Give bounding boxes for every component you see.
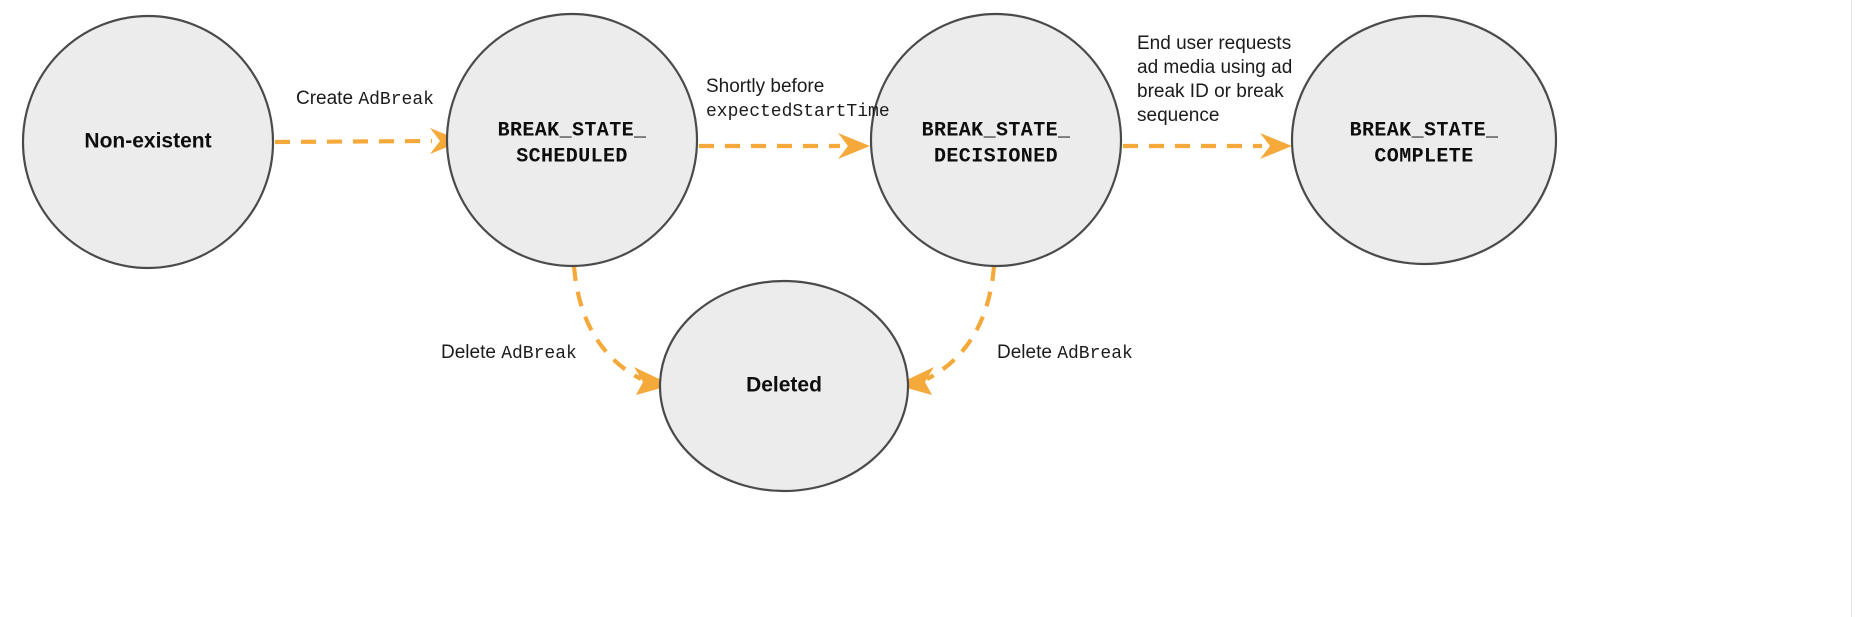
edge-end-user-requests <box>1123 133 1292 159</box>
edge-label-shortly-before-line1: Shortly before <box>706 76 825 97</box>
node-break-state-decisioned-label-line2: DECISIONED <box>934 145 1058 168</box>
edge-label-delete-from-scheduled-text: Delete <box>441 342 502 363</box>
node-break-state-scheduled-label-line1: BREAK_STATE_ <box>498 119 647 142</box>
edge-shortly-before <box>699 133 870 159</box>
node-break-state-scheduled-label-line2: SCHEDULED <box>516 145 628 168</box>
node-break-state-scheduled-shape[interactable] <box>445 12 699 268</box>
edge-delete-from-decisioned-arrowhead <box>896 367 934 395</box>
edge-label-end-user-requests-line2: ad media using ad <box>1137 57 1293 78</box>
edge-delete-from-decisioned <box>896 265 997 395</box>
edge-delete-from-scheduled-line <box>571 265 642 381</box>
edge-label-delete-from-decisioned-text: Delete <box>997 342 1058 363</box>
node-break-state-decisioned[interactable]: BREAK_STATE_ DECISIONED <box>869 12 1123 268</box>
edge-label-create-adbreak-text: Create <box>296 88 359 109</box>
node-break-state-scheduled[interactable]: BREAK_STATE_ SCHEDULED <box>445 12 699 268</box>
node-deleted-shape[interactable] <box>658 279 910 493</box>
edge-label-delete-from-scheduled-mono: AdBreak <box>501 344 577 364</box>
page-right-edge <box>1851 0 1858 617</box>
node-non-existent-label: Non-existent <box>84 130 211 153</box>
edge-label-delete-from-decisioned: Delete AdBreak <box>997 341 1133 366</box>
edge-label-end-user-requests: End user requests ad media using ad break … <box>1137 32 1292 128</box>
node-non-existent[interactable]: Non-existent <box>21 14 275 270</box>
node-break-state-complete-label-line1: BREAK_STATE_ <box>1350 119 1499 142</box>
edge-delete-from-scheduled <box>571 265 672 395</box>
edge-label-end-user-requests-line4: sequence <box>1137 105 1220 126</box>
edge-label-delete-from-decisioned-mono: AdBreak <box>1057 344 1133 364</box>
node-break-state-complete-label-line2: COMPLETE <box>1374 145 1473 168</box>
edge-label-create-adbreak: Create AdBreak <box>296 87 434 112</box>
node-deleted-label: Deleted <box>746 374 822 397</box>
node-break-state-complete[interactable]: BREAK_STATE_ COMPLETE <box>1290 14 1558 266</box>
edge-label-shortly-before: Shortly before expectedStartTime <box>706 75 890 124</box>
node-non-existent-shape[interactable] <box>21 14 275 270</box>
edge-end-user-requests-arrowhead <box>1260 133 1292 159</box>
edge-label-shortly-before-line2: expectedStartTime <box>706 102 890 122</box>
edge-delete-from-decisioned-line <box>926 265 997 381</box>
edge-label-delete-from-scheduled: Delete AdBreak <box>441 341 577 366</box>
node-break-state-complete-shape[interactable] <box>1290 14 1558 266</box>
edge-create-adbreak <box>274 128 462 154</box>
edge-label-create-adbreak-mono: AdBreak <box>358 90 434 110</box>
node-break-state-decisioned-label-line1: BREAK_STATE_ <box>922 119 1071 142</box>
edge-label-end-user-requests-line3: break ID or break <box>1137 81 1284 102</box>
edge-shortly-before-arrowhead <box>838 133 870 159</box>
edge-label-end-user-requests-line1: End user requests <box>1137 33 1292 54</box>
edge-delete-from-scheduled-arrowhead <box>634 367 672 395</box>
node-deleted[interactable]: Deleted <box>658 279 910 493</box>
edge-create-adbreak-line <box>274 138 433 145</box>
node-break-state-decisioned-shape[interactable] <box>869 12 1123 268</box>
